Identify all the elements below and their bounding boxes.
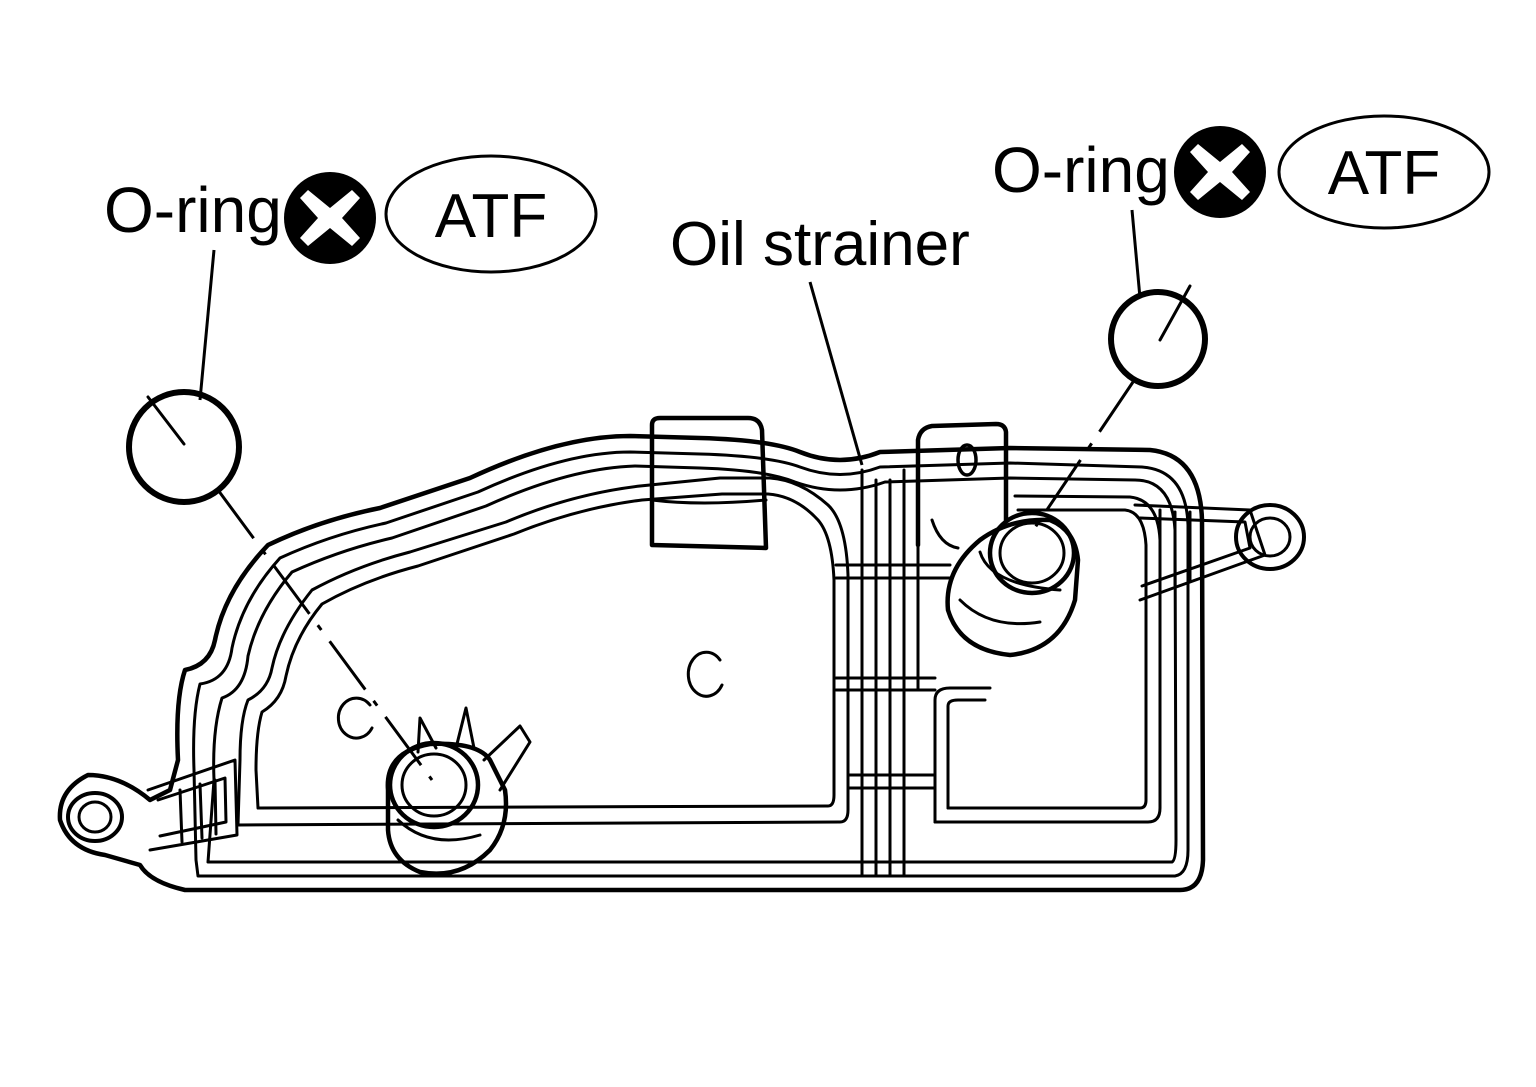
oil-strainer-body bbox=[57, 415, 1306, 893]
left-oring-part bbox=[126, 389, 242, 505]
left-atf-oval bbox=[384, 154, 598, 274]
left-oring-label: O-ring bbox=[104, 174, 282, 246]
right-callout: O-ring ATF bbox=[992, 114, 1491, 230]
right-atf-oval bbox=[1277, 114, 1491, 230]
right-oring-part bbox=[1108, 284, 1208, 389]
leader-lines bbox=[198, 209, 1142, 781]
right-oring-label: O-ring bbox=[992, 134, 1170, 206]
left-replace-icon bbox=[284, 172, 376, 264]
left-callout: O-ring ATF bbox=[104, 154, 598, 274]
right-replace-icon bbox=[1174, 126, 1266, 218]
right-atf-label: ATF bbox=[1328, 139, 1441, 208]
oil-strainer-label: Oil strainer bbox=[670, 210, 970, 279]
left-atf-label: ATF bbox=[435, 182, 548, 251]
